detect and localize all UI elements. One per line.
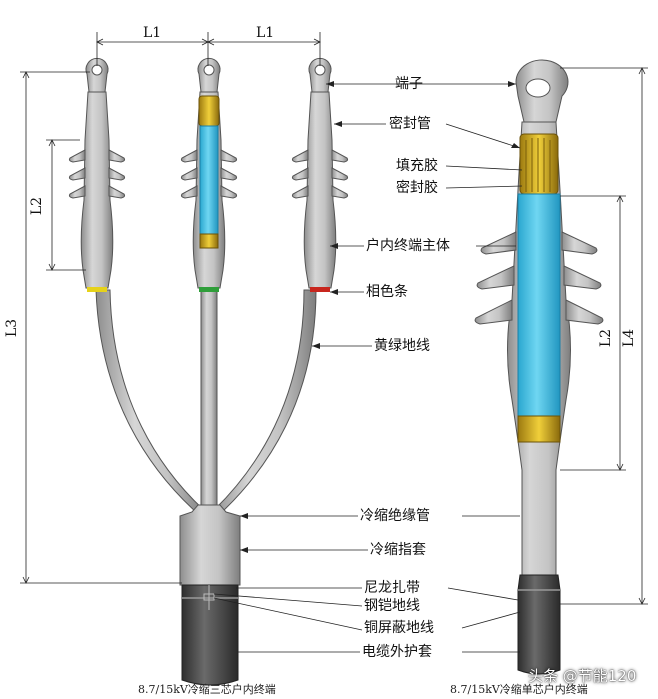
dim-l1-right: L1	[256, 25, 275, 41]
shed-left	[291, 185, 309, 199]
shed-left	[180, 149, 198, 163]
label-ground-wire: 黄绿地线	[374, 338, 430, 354]
shed-right	[331, 167, 349, 181]
label-cold-shrink-finger: 冷缩指套	[370, 542, 426, 558]
caption-single-core: 8.7/15kV冷缩单芯户内终端	[450, 683, 588, 696]
shed-left	[180, 167, 198, 181]
single-core-insulation	[517, 193, 561, 417]
watermark: 头条 @节能120	[528, 667, 637, 685]
conductor-strands	[525, 138, 551, 192]
dim-l3: L3	[4, 318, 21, 338]
label-cable-sheath: 电缆外护套	[362, 644, 432, 660]
dim-l2-right: L2	[598, 328, 615, 348]
single-core-stress-tape	[517, 415, 561, 443]
shed-right	[220, 149, 238, 163]
shed-left	[180, 185, 198, 199]
breakout-finger	[179, 504, 241, 586]
lug-hole	[314, 64, 326, 76]
insulator-body	[80, 91, 114, 289]
right-branch-tube	[210, 289, 317, 513]
three-core-cable-sheath	[181, 584, 239, 686]
label-seal-glue: 密封胶	[396, 180, 438, 196]
dim-l1-left: L1	[143, 25, 162, 41]
dim-l2-left: L2	[29, 196, 46, 216]
shed-right	[108, 149, 126, 163]
shed-right	[331, 149, 349, 163]
core-insulation	[199, 125, 219, 235]
label-indoor-body: 户内终端主体	[366, 238, 450, 254]
left-dimension-lines	[20, 32, 321, 584]
shed-right	[108, 167, 126, 181]
filler-glue	[198, 95, 220, 127]
caption-three-core: 8.7/15kV冷缩三芯户内终端	[138, 683, 276, 696]
label-steel-armor-ground: 钢铠地线	[364, 598, 420, 614]
right-dimension-lines	[560, 67, 648, 605]
label-filler-glue: 填充胶	[396, 158, 438, 174]
label-phase-strip: 相色条	[366, 284, 408, 300]
single-core-sheds	[474, 231, 604, 325]
single-core-termination	[474, 59, 648, 675]
three-core-termination	[20, 32, 349, 686]
shed-left	[68, 185, 86, 199]
insulator-phase-b	[180, 57, 238, 292]
shed-left	[291, 149, 309, 163]
phase-color-strip	[199, 287, 219, 292]
middle-branch-tube	[200, 289, 218, 513]
label-terminal: 端子	[395, 76, 423, 92]
shed-right	[108, 185, 126, 199]
lug-hole	[91, 64, 103, 76]
left-branch-tube	[95, 289, 208, 513]
phase-color-strip	[87, 287, 107, 292]
insulator-body	[303, 91, 337, 289]
lug-hole	[203, 64, 215, 76]
shed-left	[68, 149, 86, 163]
stress-tape	[199, 233, 219, 249]
insulator-phase-a	[68, 57, 126, 292]
shed-right	[331, 185, 349, 199]
label-nylon-tie: 尼龙扎带	[364, 580, 420, 596]
label-cold-shrink-tube: 冷缩绝缘管	[360, 508, 430, 524]
dim-l4: L4	[621, 328, 638, 348]
single-core-cable-sheath	[517, 574, 561, 675]
label-copper-shield-ground: 铜屏蔽地线	[364, 620, 434, 636]
leader-lines	[213, 83, 523, 653]
lug-hole	[525, 78, 551, 98]
phase-color-strip	[310, 287, 330, 292]
shed-right	[220, 185, 238, 199]
shed-left	[291, 167, 309, 181]
leader-arrowheads	[240, 81, 520, 553]
label-seal-tube: 密封管	[389, 116, 431, 132]
shed-left	[68, 167, 86, 181]
insulator-phase-c	[291, 57, 349, 292]
shed-right	[220, 167, 238, 181]
